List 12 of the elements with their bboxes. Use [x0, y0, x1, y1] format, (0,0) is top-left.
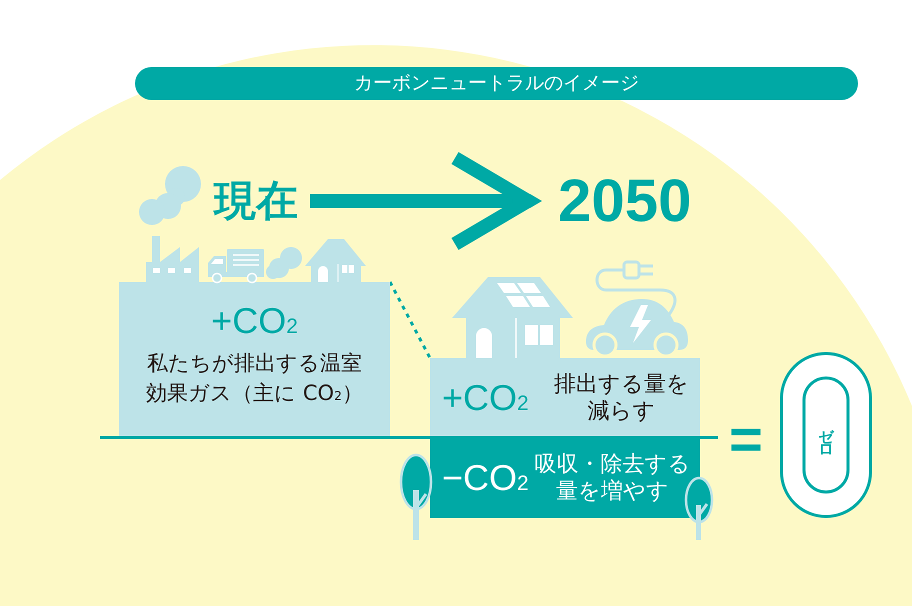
description-text: 吸収・除去する量を増やす [534, 451, 692, 505]
removal-panel [430, 438, 700, 518]
year-label: 2050 [542, 171, 692, 231]
zero-label: ゼロ [818, 418, 834, 452]
title-banner: カーボンニュートラルのイメージ [135, 67, 858, 100]
description-text: 排出する量を減らす [553, 370, 690, 424]
arrow [310, 151, 542, 251]
now-label: 現在 [214, 178, 310, 224]
emission-panel [119, 282, 390, 437]
equals-sign: = [729, 425, 763, 455]
reduction-panel [430, 358, 700, 437]
dotted-connector-line [388, 281, 432, 359]
